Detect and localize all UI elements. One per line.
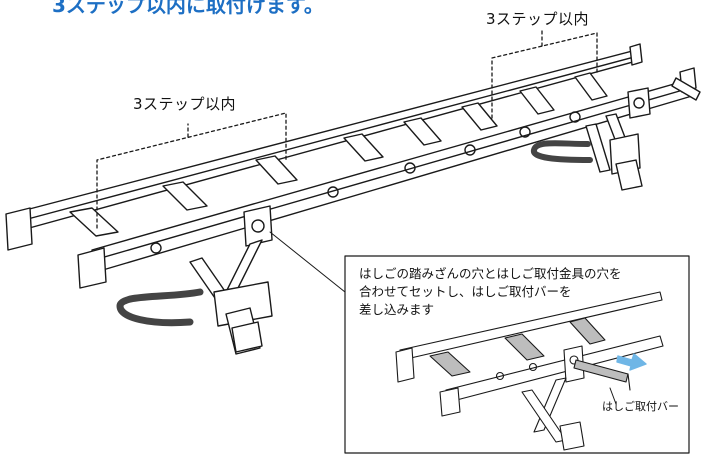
inset-ladder bbox=[395, 291, 664, 451]
inset-instruction: はしごの踏みざんの穴とはしご取付金具の穴を 合わせてセットし、はしご取付バーを … bbox=[359, 265, 622, 319]
left-safety-rope bbox=[116, 288, 204, 327]
insert-arrow-icon bbox=[616, 353, 647, 371]
right-end-cap bbox=[671, 77, 701, 101]
page-title: 3ステップ以内に取付けます。 bbox=[52, 0, 324, 17]
left-ladder-bracket bbox=[189, 205, 273, 355]
ladder-front-rail bbox=[77, 67, 697, 289]
inset-pointer-line bbox=[269, 231, 346, 293]
step-limit-bracket-left bbox=[96, 112, 287, 229]
inset-mounting-bar bbox=[573, 359, 631, 405]
ladder-rungs bbox=[69, 72, 608, 237]
right-ladder-bracket bbox=[585, 87, 651, 191]
mounting-bar-label: はしご取付バー bbox=[602, 400, 679, 413]
step-limit-label-left: 3ステップ以内 bbox=[133, 95, 237, 113]
instruction-line: 差し込みます bbox=[359, 302, 435, 317]
instruction-line: はしごの踏みざんの穴とはしご取付金具の穴を bbox=[359, 266, 622, 281]
right-safety-rope bbox=[531, 140, 593, 163]
step-limit-label-right: 3ステップ以内 bbox=[486, 10, 590, 28]
instruction-line: 合わせてセットし、はしご取付バーを bbox=[359, 284, 572, 299]
step-limit-bracket-right bbox=[491, 29, 598, 119]
